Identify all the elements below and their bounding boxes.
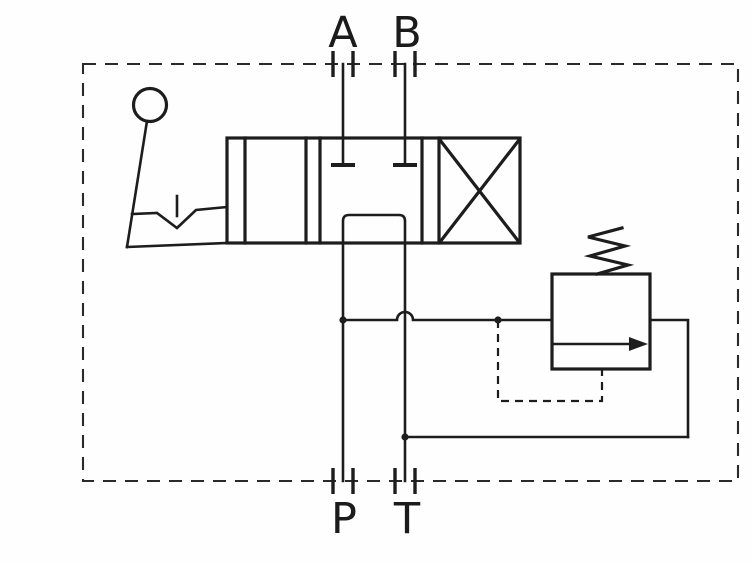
crossed-flow-position	[437, 137, 522, 245]
junction-dot-tank	[401, 433, 409, 441]
relief-valve	[496, 226, 652, 403]
directional-control-valve	[225, 62, 522, 245]
lever-base-link	[125, 241, 229, 249]
junction-dot-p-branch	[339, 316, 347, 324]
manual-lever	[125, 86, 229, 249]
open-center-channel	[341, 213, 407, 245]
port-ticks-b	[393, 51, 417, 77]
blocked-port-a	[331, 62, 355, 167]
pilot-line	[496, 320, 604, 403]
port-ticks-p	[331, 468, 355, 494]
lever-knob	[131, 86, 169, 124]
port-label-t: T	[393, 494, 421, 544]
relief-valve-arrow	[552, 337, 648, 351]
port-label-p: P	[331, 494, 357, 544]
port-label-a: A	[328, 8, 358, 58]
enclosure-boundary	[81, 62, 740, 483]
relief-outlet-line	[648, 318, 690, 439]
blocked-port-b	[393, 62, 417, 167]
relief-supply-branch	[341, 310, 554, 322]
port-ticks-t	[393, 468, 417, 494]
port-label-b: B	[392, 8, 422, 58]
relief-valve-spring	[583, 226, 635, 276]
valve-body-outline	[225, 136, 522, 245]
lever-detent	[130, 194, 229, 230]
relief-valve-body	[550, 272, 652, 371]
lever-arm	[125, 119, 149, 249]
port-ticks-a	[331, 51, 355, 77]
